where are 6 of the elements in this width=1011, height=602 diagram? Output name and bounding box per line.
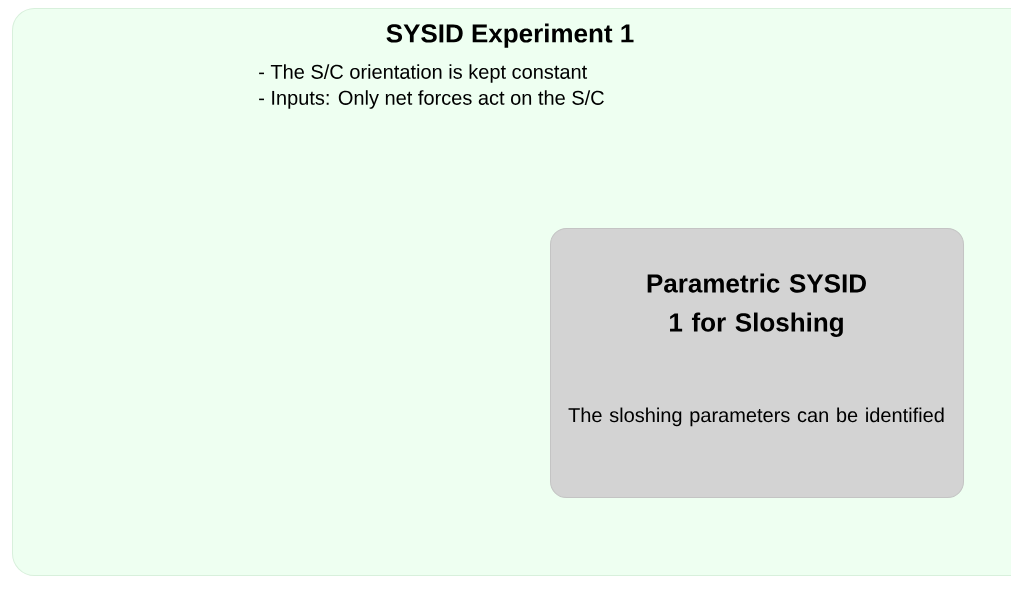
heading: Parametric SYSID 1 for Sloshing (647, 273, 866, 337)
bullet-item: - Inputs: Only net forces act on the S/C (259, 90, 604, 109)
heading: SYSID Experiment 1 (386, 23, 634, 48)
description: The sloshing parameters can be identified (568, 407, 944, 427)
bullet-item: - The S/C orientation is kept constant (259, 64, 588, 83)
rounded-box (550, 228, 964, 498)
